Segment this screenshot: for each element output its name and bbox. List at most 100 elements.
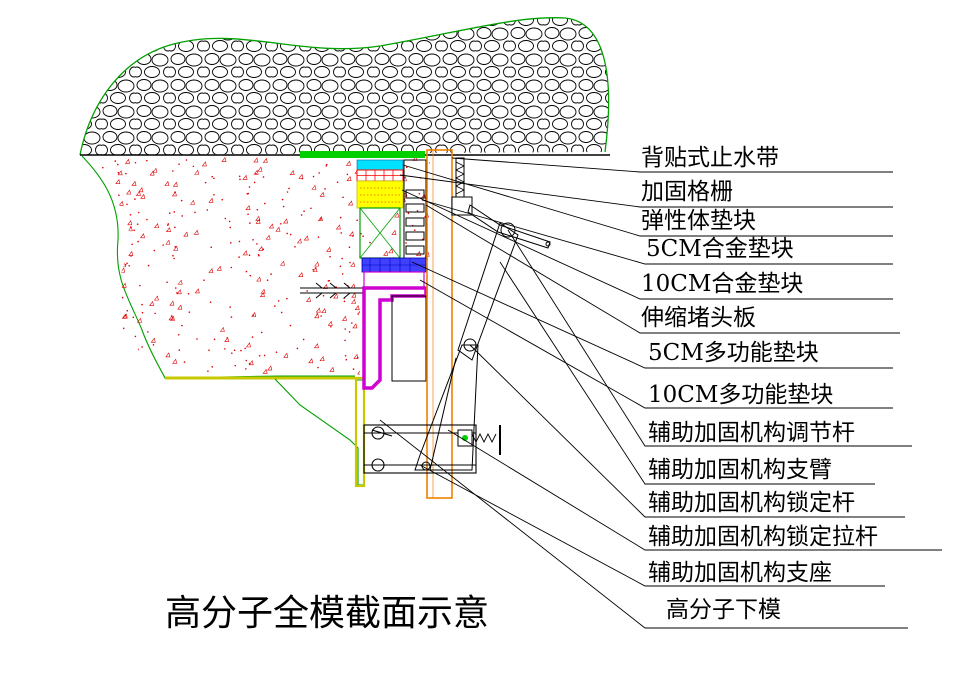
concrete-speck: [135, 190, 141, 196]
concrete-speck: [388, 248, 394, 254]
concrete-speck: [136, 317, 142, 323]
concrete-speck: [306, 290, 308, 292]
concrete-speck: [168, 315, 174, 321]
concrete-speck: [417, 331, 420, 334]
leader-line: [419, 279, 893, 409]
concrete-speck: [134, 198, 136, 200]
concrete-speck: [239, 178, 241, 181]
concrete-speck: [407, 342, 409, 345]
concrete-speck: [339, 216, 342, 219]
concrete-speck: [122, 327, 125, 330]
concrete-speck: [325, 164, 328, 167]
concrete-speck: [213, 193, 215, 196]
concrete-speck: [229, 226, 232, 229]
concrete-speck: [124, 263, 127, 266]
concrete-speck: [117, 170, 123, 176]
concrete-speck: [249, 274, 252, 277]
concrete-speck: [140, 193, 146, 199]
concrete-speck: [275, 351, 278, 353]
concrete-speck: [219, 326, 225, 332]
leader-lines: [379, 157, 942, 629]
concrete-speck: [189, 199, 195, 205]
concrete-speck: [349, 231, 355, 237]
concrete-speck: [169, 300, 175, 306]
concrete-speck: [233, 349, 236, 352]
concrete-speck: [99, 271, 105, 277]
concrete-speck: [397, 308, 399, 311]
label-expansion-end-plate: 伸缩堵头板: [641, 305, 756, 331]
concrete-speck: [344, 354, 347, 357]
concrete-speck: [91, 249, 94, 251]
concrete-speck: [257, 166, 263, 172]
concrete-speck: [238, 240, 241, 243]
leader-line: [411, 261, 893, 369]
concrete-speck: [122, 313, 128, 319]
concrete-speck: [90, 370, 93, 373]
formwork-plate: [426, 149, 453, 499]
label-multi-block-5cm: 5CM多功能垫块: [648, 340, 819, 366]
concrete-speck: [119, 225, 121, 227]
concrete-speck: [283, 218, 289, 224]
concrete-speck: [149, 170, 155, 176]
concrete-speck: [180, 199, 183, 202]
concrete-speck: [329, 255, 331, 258]
concrete-speck: [317, 236, 320, 238]
concrete-speck: [249, 222, 251, 224]
concrete-speck: [248, 360, 254, 366]
leader-line: [421, 199, 893, 265]
waterstop-strip: [300, 151, 425, 158]
concrete-speck: [183, 231, 189, 237]
concrete-speck: [391, 229, 397, 235]
concrete-speck: [127, 220, 133, 226]
concrete-speck: [192, 165, 195, 168]
concrete-speck: [96, 368, 102, 374]
concrete-speck: [153, 249, 156, 252]
diagram-title: 高分子全模截面示意: [165, 593, 489, 634]
concrete-speck: [302, 338, 305, 341]
concrete-speck: [121, 282, 127, 288]
concrete-speck: [419, 339, 424, 345]
concrete-speck: [316, 313, 318, 315]
concrete-speck: [174, 287, 177, 289]
concrete-speck: [298, 272, 304, 278]
concrete-speck: [286, 232, 288, 235]
concrete-speck: [185, 159, 188, 161]
concrete-speck: [312, 268, 314, 271]
concrete-speck: [282, 205, 285, 208]
concrete-speck: [320, 315, 322, 317]
concrete-speck: [352, 323, 358, 329]
concrete-speck: [98, 201, 104, 207]
concrete-speck: [139, 284, 141, 287]
concrete-speck: [126, 309, 129, 312]
concrete-speck: [262, 368, 268, 374]
concrete-speck: [296, 347, 299, 350]
concrete-speck: [357, 313, 359, 315]
concrete-speck: [114, 160, 117, 162]
concrete-speck: [211, 366, 213, 368]
concrete-speck: [90, 245, 96, 251]
concrete-speck: [242, 250, 248, 256]
concrete-speck: [105, 299, 111, 305]
concrete-speck: [289, 170, 295, 176]
concrete-speck: [333, 293, 339, 299]
concrete-speck: [326, 246, 332, 252]
concrete-speck: [154, 312, 156, 315]
concrete-speck: [129, 226, 132, 228]
adjust-spring: [451, 157, 473, 216]
concrete-speck: [298, 173, 304, 179]
concrete-speck: [253, 169, 259, 175]
concrete-speck: [312, 175, 315, 178]
concrete-speck: [128, 250, 134, 256]
leader-line: [401, 189, 893, 300]
concrete-speck: [314, 267, 317, 269]
concrete-speck: [137, 240, 139, 243]
concrete-speck: [252, 314, 254, 316]
label-adjust-rod: 辅助加固机构调节杆: [648, 420, 855, 446]
concrete-speck: [350, 298, 356, 304]
concrete-speck: [90, 289, 96, 295]
concrete-speck: [224, 348, 226, 350]
concrete-speck: [101, 293, 107, 299]
concrete-speck: [208, 349, 210, 351]
concrete-speck: [94, 326, 100, 332]
concrete-speck: [207, 370, 209, 372]
